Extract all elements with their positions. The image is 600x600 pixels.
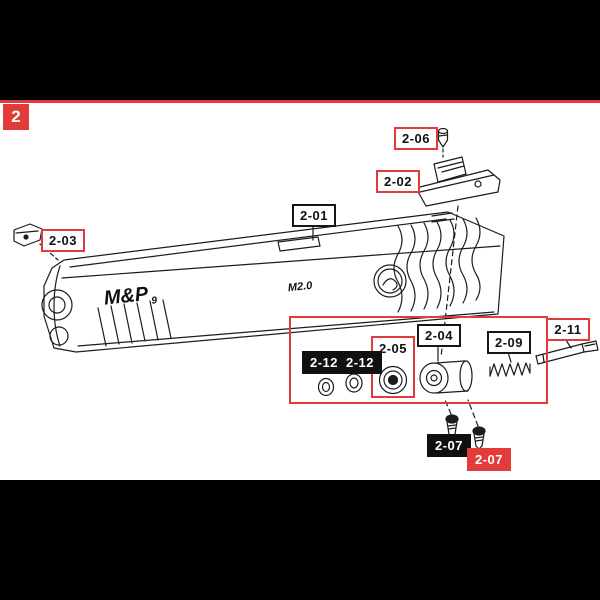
part-label-2-12: 2-12 [338, 351, 382, 374]
slide-model-text: M2.0 [287, 280, 313, 295]
sight-screw-part [437, 127, 449, 158]
part-label-2-02: 2-02 [376, 170, 420, 193]
part-label-2-07: 2-07 [467, 448, 511, 471]
rear-serrations [393, 217, 481, 313]
exploded-view-drawing: M&P 9 M2.0 [13, 127, 599, 450]
part-label-2-03: 2-03 [41, 229, 85, 252]
part-label-2-01: 2-01 [292, 204, 336, 227]
part-label-2-12: 2-12 [302, 351, 346, 374]
page-number-badge: 2 [3, 104, 29, 130]
recoil-assembly-group-box [289, 316, 548, 404]
diagram-area: 2 [0, 100, 600, 480]
part-label-2-04: 2-04 [417, 324, 461, 347]
recoil-spring-part [489, 362, 531, 377]
sw-logo-icon [373, 264, 407, 298]
recoil-plug-part [419, 360, 473, 394]
screw-part [472, 426, 486, 450]
front-serrations [97, 299, 172, 347]
bushing-part [378, 365, 408, 395]
header-rule [0, 100, 600, 103]
part-label-2-07: 2-07 [427, 434, 471, 457]
slide-brand-text: M&P [103, 283, 150, 310]
top-letterbox-bar [0, 0, 600, 100]
part-label-2-06: 2-06 [394, 127, 438, 150]
o-ring-part [345, 373, 363, 393]
part-label-2-11: 2-11 [546, 318, 590, 341]
guide-rod-part [535, 340, 599, 365]
slide-caliber-text: 9 [151, 295, 158, 307]
bottom-letterbox-bar [0, 480, 600, 600]
o-ring-part [317, 377, 335, 397]
rear-sight-part [415, 156, 501, 207]
part-label-2-09: 2-09 [487, 331, 531, 354]
